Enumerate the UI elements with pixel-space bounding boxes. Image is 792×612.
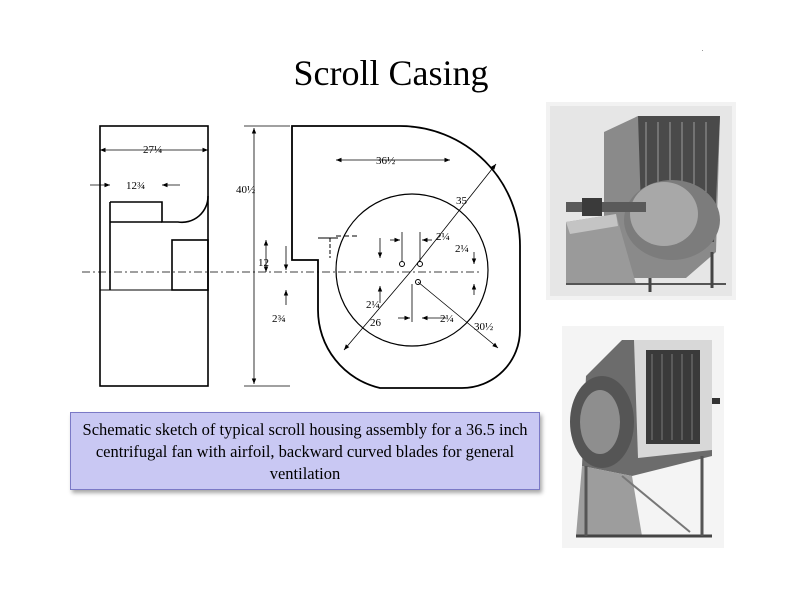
scroll-outline [291,125,521,389]
dim-bottom-offset: 2¾ [272,313,286,325]
slide-title: Scroll Casing [293,53,489,93]
dim-wheel-radius: 26 [370,317,382,329]
side-view [99,125,209,387]
dim-radius-top: 35 [456,195,468,207]
dim-scroll-width: 36½ [376,155,395,167]
centrifugal-fan-photo-bottom [562,326,724,548]
caption-box: Schematic sketch of typical scroll housi… [70,412,540,490]
bearing-block [171,239,209,291]
dim-shaft-height: 12 [258,257,269,269]
scroll-view [291,125,521,389]
corner-mark [702,50,703,51]
dimension-lines [90,125,499,387]
side-view-outline [99,125,209,387]
dim-offset-a: 2¼ [436,231,450,243]
dim-overall-height: 40½ [236,184,255,196]
dim-inlet-offset: 12¾ [126,180,145,192]
dim-offset-b: 2¼ [455,243,469,255]
dim-offset-c: 2¼ [366,299,380,311]
dim-side-width: 27¼ [143,144,162,156]
dimension-labels: 27¼ 12¾ 40½ 12 2¾ 36½ 35 2¼ 2¼ 2¼ 2¼ 26 … [126,144,493,333]
wheel-circle [335,193,489,347]
dim-offset-d: 2¼ [440,313,454,325]
inlet-cutout [110,195,209,224]
dim-radius-bottom: 30½ [474,321,493,333]
centrifugal-fan-photo-top [546,102,736,300]
